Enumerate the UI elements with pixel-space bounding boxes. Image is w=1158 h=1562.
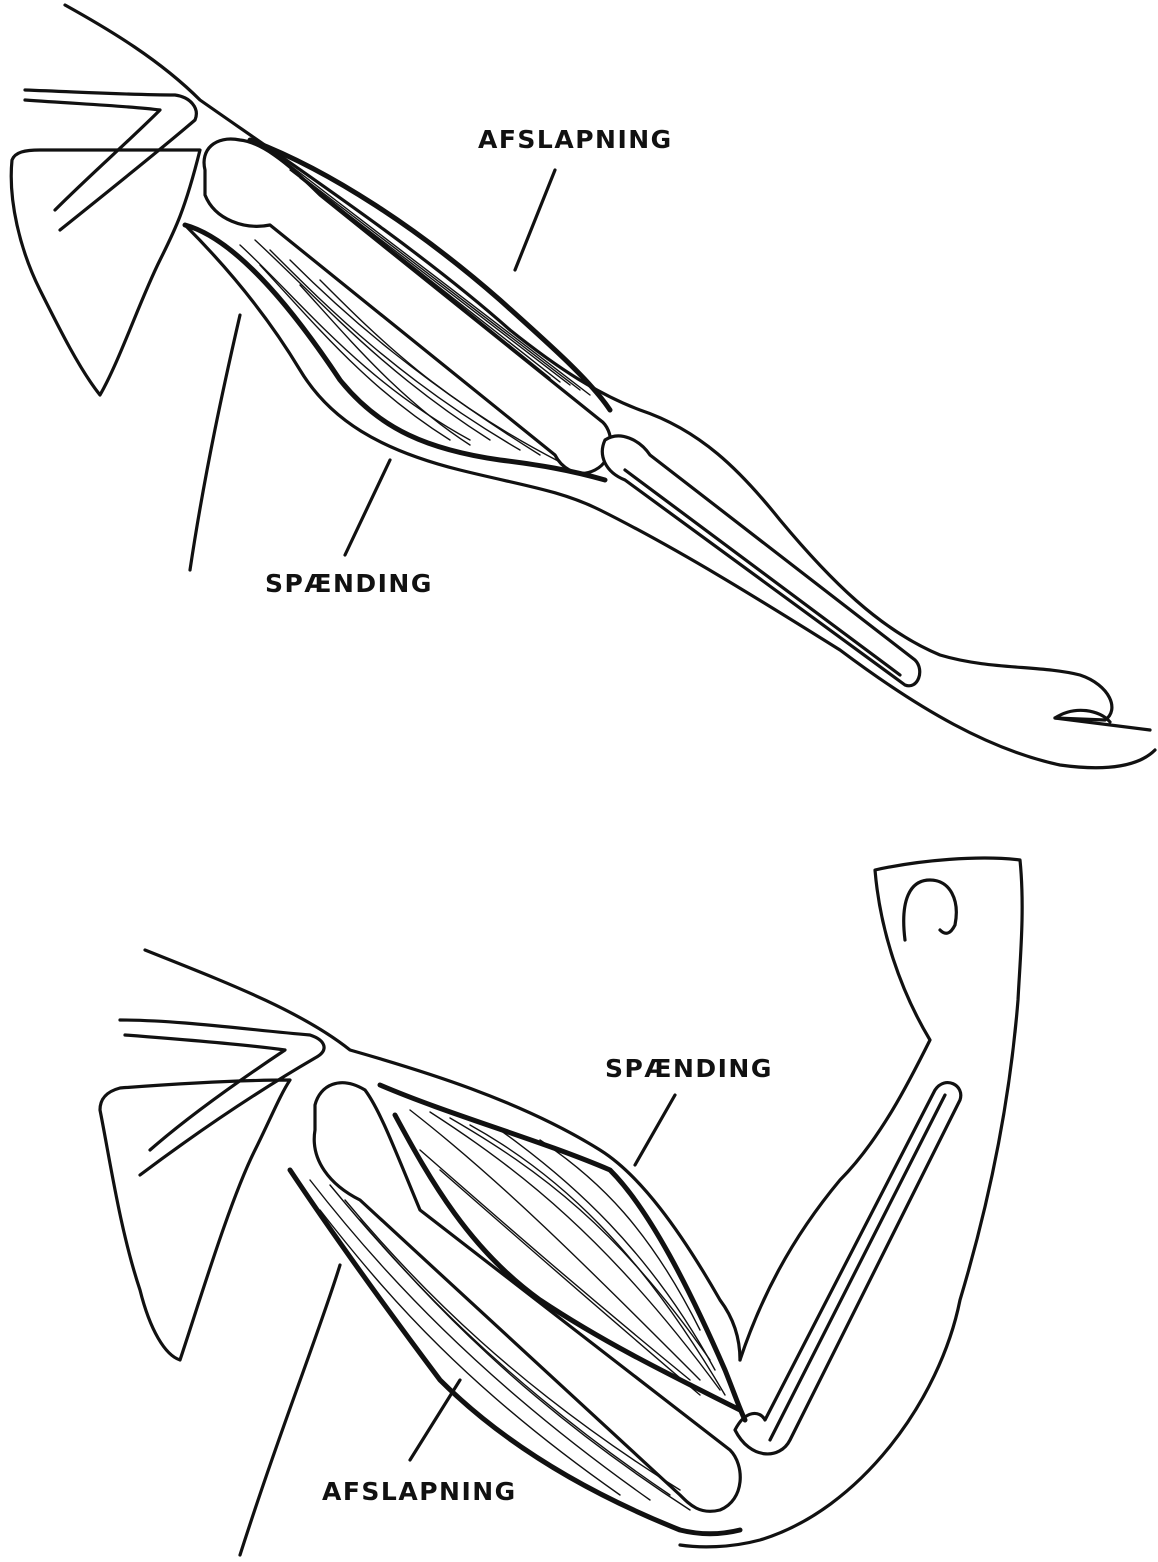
bottom-forearm-skin [680, 858, 1022, 1547]
bottom-torso-line [240, 1265, 340, 1555]
bottom-leader-upper [635, 1095, 675, 1165]
bottom-leader-lower [410, 1380, 460, 1460]
top-torso-line [190, 315, 240, 570]
top-label-upper: AFSLAPNING [478, 125, 673, 154]
top-leader-lower [345, 460, 390, 555]
bottom-label-upper: SPÆNDING [605, 1054, 773, 1083]
top-arm-extended [11, 5, 1155, 768]
bottom-scapula [100, 1080, 290, 1360]
bottom-forearm-bones [735, 1083, 961, 1454]
top-relaxed-fibers [270, 150, 590, 395]
bottom-arm-flexed [100, 858, 1022, 1555]
top-label-lower: SPÆNDING [265, 569, 433, 598]
bottom-label-lower: AFSLAPNING [322, 1477, 517, 1506]
top-humerus [204, 139, 611, 473]
bottom-fist [904, 880, 957, 940]
top-leader-upper [515, 170, 555, 270]
top-arm-skin-upper [65, 5, 1112, 720]
top-scapula [11, 150, 200, 395]
top-forearm-bones [602, 436, 919, 686]
bottom-forearm-inner-line [770, 1095, 945, 1440]
bottom-relaxed-fibers [310, 1180, 690, 1510]
